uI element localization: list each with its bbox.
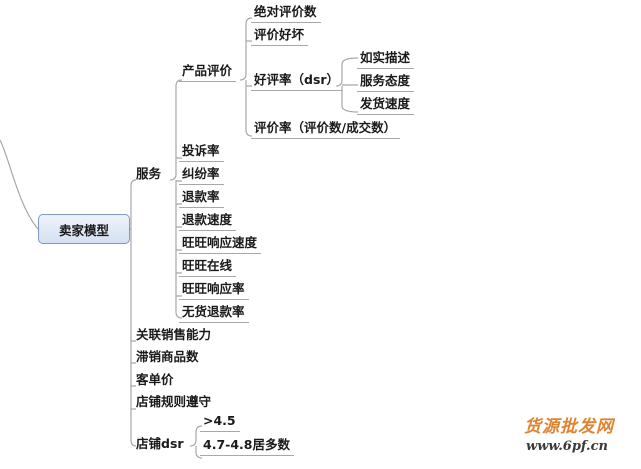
node-shop-rules-label: 店铺规则遵守 [136, 394, 212, 409]
connector-service-bracket [169, 79, 183, 319]
connector-l1-branches [131, 340, 136, 410]
root-node-label: 卖家模型 [58, 222, 109, 238]
connector-shop-dsr-bracket [189, 425, 203, 459]
node-dsr-range[interactable]: 4.7-4.8居多数 [200, 437, 294, 456]
node-slow-moving-label: 滞销商品数 [136, 349, 199, 364]
watermark-text: 货源批发网 [524, 417, 614, 437]
node-avg-order-value[interactable]: 客单价 [136, 372, 174, 388]
node-wangwang-response-rate-label: 旺旺响应率 [182, 281, 245, 296]
node-refund-speed-label: 退款速度 [182, 212, 233, 227]
node-review-rate[interactable]: 评价率（评价数/成交数） [251, 120, 401, 139]
node-product-review-label: 产品评价 [182, 63, 233, 78]
connector-dsr-bracket [335, 57, 359, 113]
node-complaint-rate[interactable]: 投诉率 [179, 143, 224, 162]
node-out-of-stock-refund[interactable]: 无货退款率 [179, 304, 249, 323]
watermark-url: www.6pf.cn [526, 439, 608, 454]
node-positive-rate-dsr[interactable]: 好评率（dsr） [251, 72, 344, 91]
node-review-quality-label: 评价好坏 [254, 27, 305, 42]
node-wangwang-response-rate[interactable]: 旺旺响应率 [179, 281, 249, 300]
node-absolute-review-count[interactable]: 绝对评价数 [251, 4, 321, 23]
node-slow-moving[interactable]: 滞销商品数 [136, 349, 199, 365]
connector-root-upper [0, 139, 39, 230]
node-avg-order-value-label: 客单价 [136, 372, 174, 387]
node-out-of-stock-refund-label: 无货退款率 [182, 304, 245, 319]
root-node[interactable]: 卖家模型 [38, 214, 130, 244]
node-shipping-speed-label: 发货速度 [360, 96, 411, 111]
node-complaint-rate-label: 投诉率 [182, 143, 220, 158]
node-service[interactable]: 服务 [136, 166, 161, 182]
connector-review-bracket [239, 17, 253, 137]
node-shipping-speed[interactable]: 发货速度 [357, 96, 415, 115]
node-accurate-description-label: 如实描述 [360, 50, 411, 65]
node-dsr-above[interactable]: >4.5 [200, 413, 240, 432]
node-dispute-rate-label: 纠纷率 [182, 166, 220, 181]
node-refund-speed[interactable]: 退款速度 [179, 212, 237, 231]
node-product-review[interactable]: 产品评价 [179, 63, 237, 82]
node-related-sales[interactable]: 关联销售能力 [136, 327, 211, 343]
node-positive-rate-dsr-label: 好评率（dsr） [254, 72, 340, 87]
node-accurate-description[interactable]: 如实描述 [357, 50, 415, 69]
node-service-attitude[interactable]: 服务态度 [357, 73, 415, 92]
node-shop-rules[interactable]: 店铺规则遵守 [136, 394, 211, 410]
node-shop-dsr[interactable]: 店铺dsr [136, 436, 184, 452]
node-related-sales-label: 关联销售能力 [136, 327, 212, 342]
node-shop-dsr-label: 店铺dsr [136, 436, 184, 451]
node-review-rate-label: 评价率（评价数/成交数） [254, 120, 397, 135]
node-service-label: 服务 [136, 166, 162, 181]
node-wangwang-response-speed-label: 旺旺响应速度 [182, 235, 258, 250]
node-dsr-above-label: >4.5 [203, 413, 236, 428]
node-review-quality[interactable]: 评价好坏 [251, 27, 309, 46]
node-absolute-review-count-label: 绝对评价数 [254, 4, 317, 19]
connector-l1-bracket [130, 179, 137, 447]
node-refund-rate-label: 退款率 [182, 189, 220, 204]
node-dsr-range-label: 4.7-4.8居多数 [203, 437, 290, 452]
node-service-attitude-label: 服务态度 [360, 73, 411, 88]
node-dispute-rate[interactable]: 纠纷率 [179, 166, 224, 185]
node-refund-rate[interactable]: 退款率 [179, 189, 224, 208]
node-wangwang-response-speed[interactable]: 旺旺响应速度 [179, 235, 262, 254]
node-wangwang-online[interactable]: 旺旺在线 [179, 258, 237, 277]
node-wangwang-online-label: 旺旺在线 [182, 258, 233, 273]
connector-service-branches [176, 157, 182, 297]
